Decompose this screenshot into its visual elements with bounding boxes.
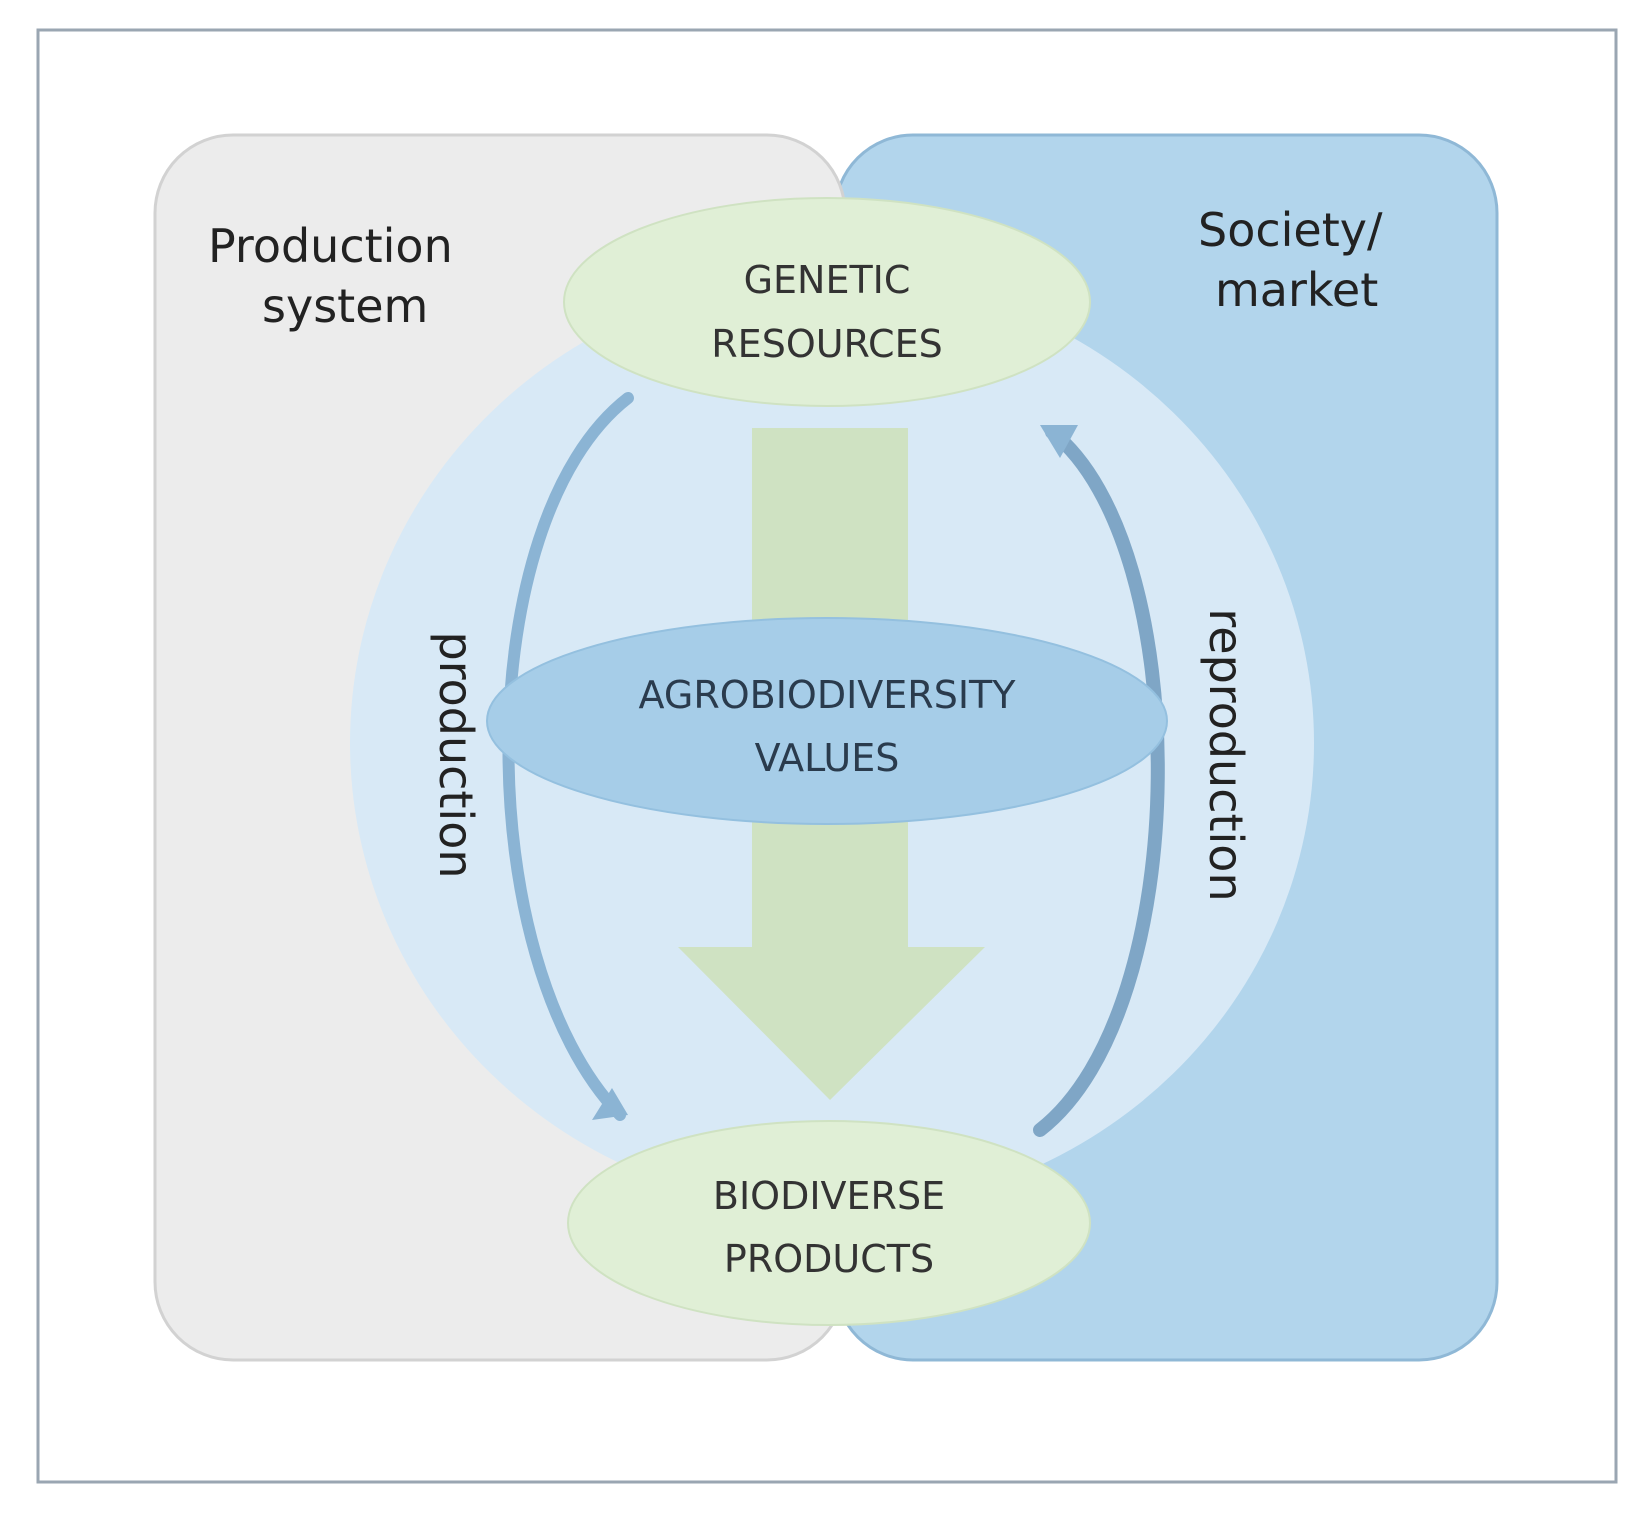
production-system-label-line1: Production [208,219,453,273]
reproduction-cycle-label: reproduction [1199,608,1253,901]
genetic-resources-label-line1: GENETIC [744,258,911,302]
agrobiodiversity-values-label-line2: VALUES [755,736,900,780]
biodiverse-products-label-line1: BIODIVERSE [713,1174,945,1218]
society-market-label-line2: market [1215,263,1378,317]
society-market-label-line1: Society/ [1198,203,1383,257]
production-system-label-line2: system [262,279,428,333]
genetic-resources-label-line2: RESOURCES [711,322,942,366]
biodiverse-products-node [567,1120,1091,1326]
reproduction-cycle-arrow [1033,425,1165,1137]
production-cycle-label: production [429,631,483,878]
genetic-resources-node [563,197,1091,407]
agrobiodiversity-values-node [486,617,1168,825]
agrobiodiversity-values-label-line1: AGROBIODIVERSITY [639,673,1017,717]
biodiverse-products-label-line2: PRODUCTS [724,1237,934,1281]
